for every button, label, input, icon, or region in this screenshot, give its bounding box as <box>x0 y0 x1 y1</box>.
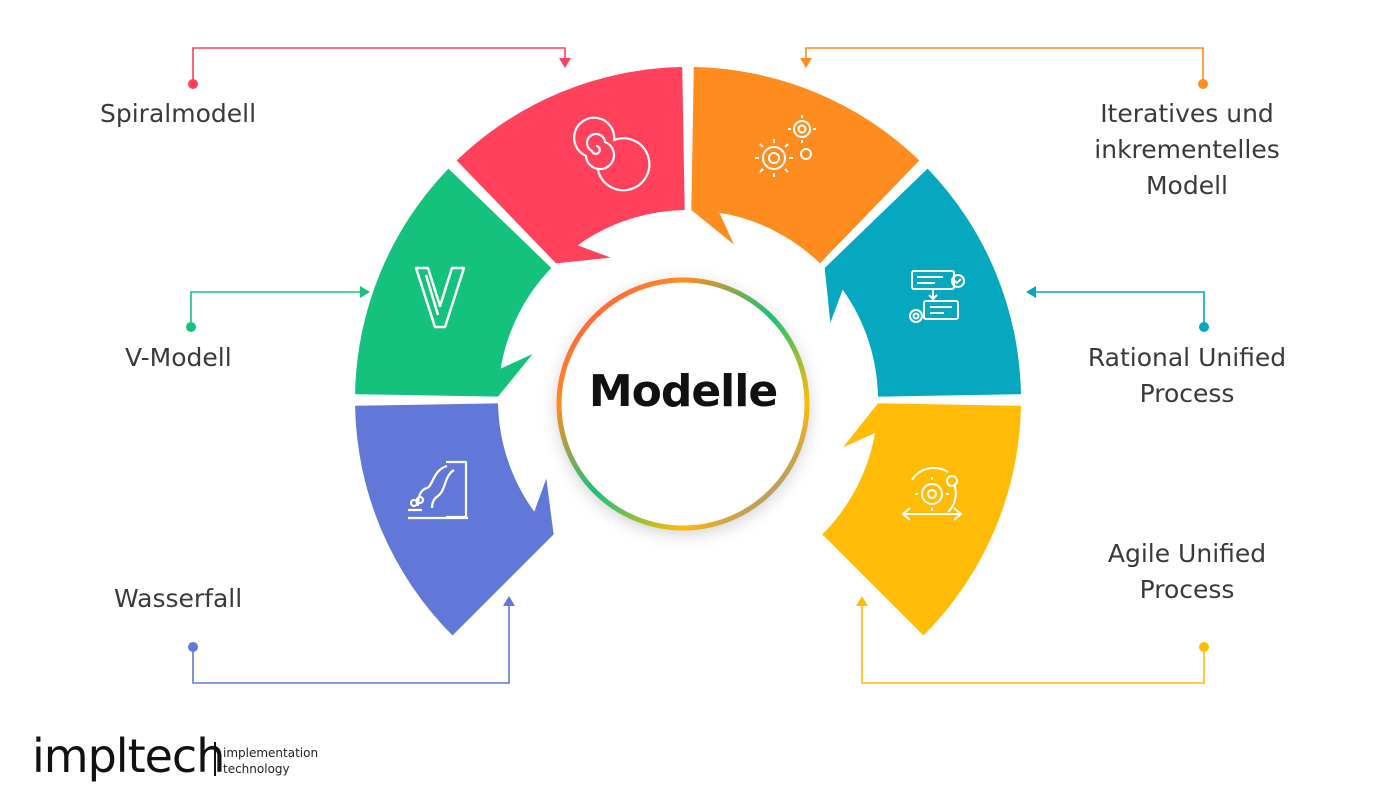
connector-arrowhead <box>1026 286 1036 298</box>
logo-tagline-1: implementation <box>223 746 319 760</box>
label-aup-line-2: Process <box>1139 575 1235 604</box>
connector-line <box>861 604 1205 684</box>
segment-aup <box>822 403 1021 636</box>
label-wasserfall: Wasserfall <box>114 584 243 613</box>
connector-lines <box>186 47 1209 684</box>
connector-line <box>192 604 510 684</box>
label-rup-line-1: Rational Unified <box>1087 343 1287 372</box>
segment-spiral <box>456 67 685 264</box>
connector-dot <box>186 322 196 332</box>
connector-line <box>1034 291 1205 327</box>
connector-arrowhead <box>856 596 868 606</box>
segment-iterativ <box>691 67 920 264</box>
connector-arrowhead <box>503 596 515 606</box>
connector-line <box>192 47 566 84</box>
label-v-modell: V-Modell <box>125 343 232 372</box>
spiral-icon <box>573 116 651 192</box>
connector-dot <box>188 79 198 89</box>
center-title: Modelle <box>588 366 778 417</box>
connector-arrowhead <box>800 58 812 68</box>
connector-line <box>190 291 362 327</box>
connector-arrowhead <box>559 58 571 68</box>
connector-dot <box>1199 642 1209 652</box>
process-flow-icon <box>909 270 965 323</box>
label-aup-line-1: Agile Unified <box>1107 539 1267 568</box>
logo-wordmark: impltech <box>32 729 225 783</box>
label-rup-line-2: Process <box>1139 379 1235 408</box>
label-iterativ-line-3: Modell <box>1145 171 1228 200</box>
center-circle <box>556 277 810 531</box>
waterfall-icon <box>408 460 468 520</box>
connector-line <box>805 47 1204 84</box>
logo-divider <box>214 742 216 776</box>
label-spiralmodell: Spiralmodell <box>100 99 257 128</box>
logo-tagline-2: technology <box>223 762 290 776</box>
connector-dot <box>1199 322 1209 332</box>
segment-wasserfall <box>355 403 554 636</box>
v-letter-icon <box>414 266 466 329</box>
gears-icon <box>755 115 816 177</box>
agile-cycle-icon <box>901 466 963 521</box>
label-iterativ-line-1: Iteratives und <box>1100 99 1274 128</box>
connector-arrowhead <box>360 286 370 298</box>
connector-dot <box>1198 79 1208 89</box>
connector-dot <box>188 642 198 652</box>
label-iterativ-line-2: inkrementelles <box>1094 135 1280 164</box>
segment-v-modell <box>355 168 552 397</box>
